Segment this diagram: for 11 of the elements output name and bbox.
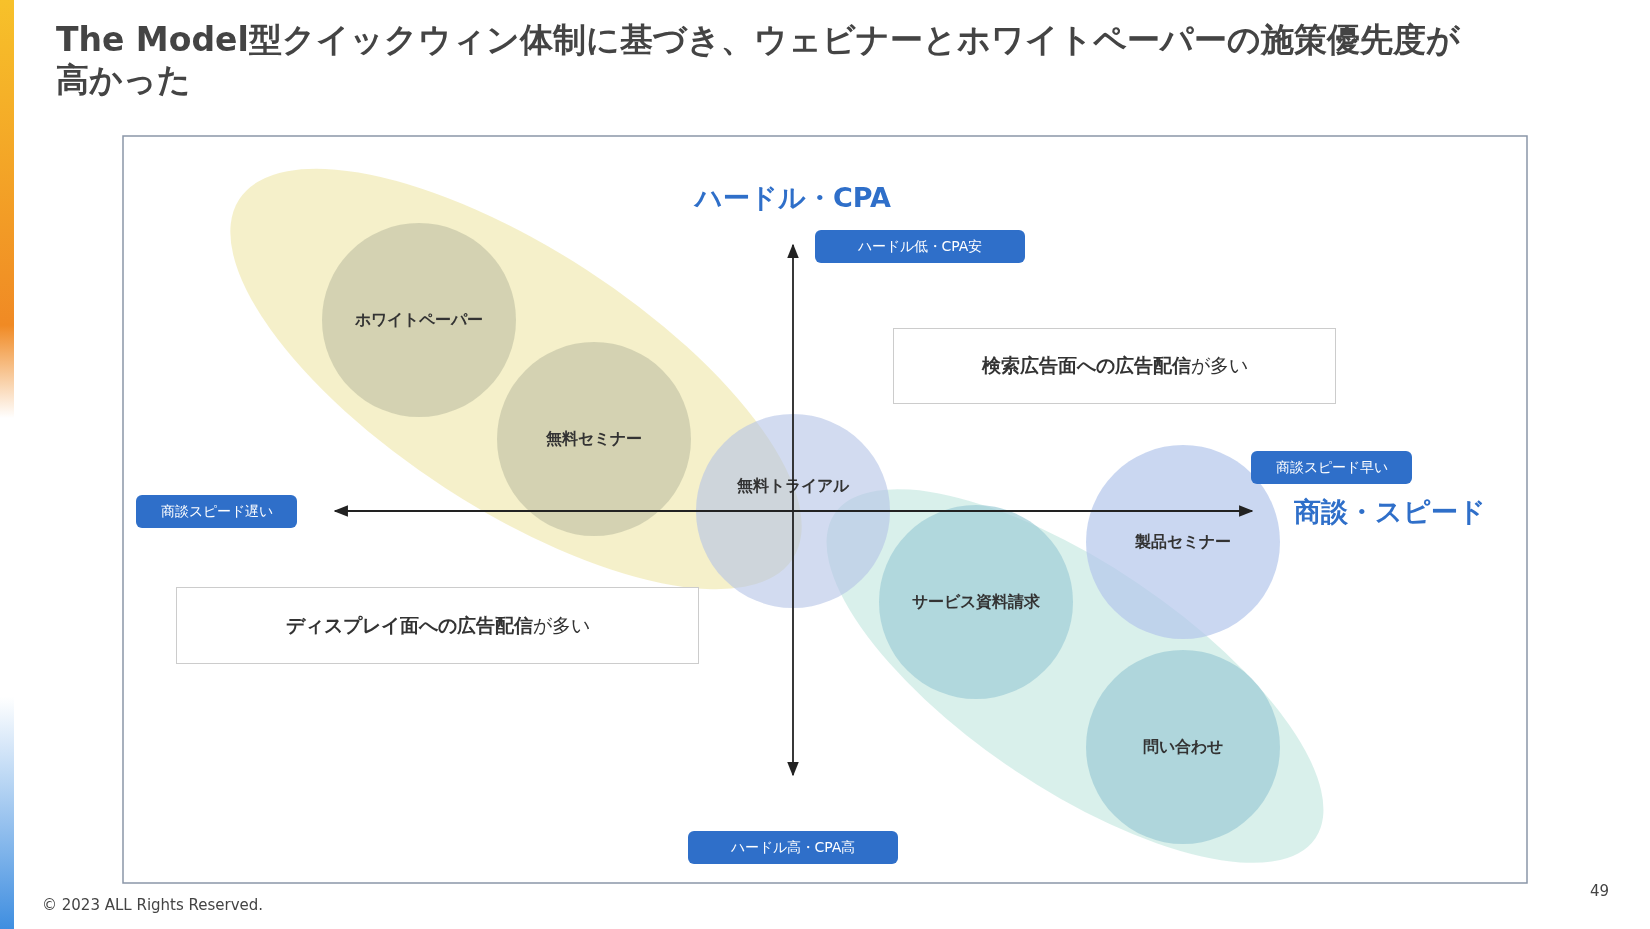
axis-tag: ハードル低・CPA安 (815, 230, 1025, 263)
axis-tag: ハードル高・CPA高 (688, 831, 898, 864)
axis-title: 商談・スピード (1294, 495, 1486, 529)
axis-title: ハードル・CPA (693, 181, 892, 215)
page-number: 49 (1590, 882, 1610, 900)
axis-tag: 商談スピード早い (1251, 451, 1412, 484)
axis-tag: 商談スピード遅い (136, 495, 297, 528)
copyright-text: © 2023 ALL Rights Reserved. (42, 896, 264, 914)
slide-title: The Model型クイックウィン体制に基づき、ウェビナーとホワイトペーパーの施策優先度が高かった (56, 20, 1461, 100)
note-box: ディスプレイ面への広告配信が多い (176, 587, 699, 664)
note-box: 検索広告面への広告配信が多い (893, 328, 1336, 404)
